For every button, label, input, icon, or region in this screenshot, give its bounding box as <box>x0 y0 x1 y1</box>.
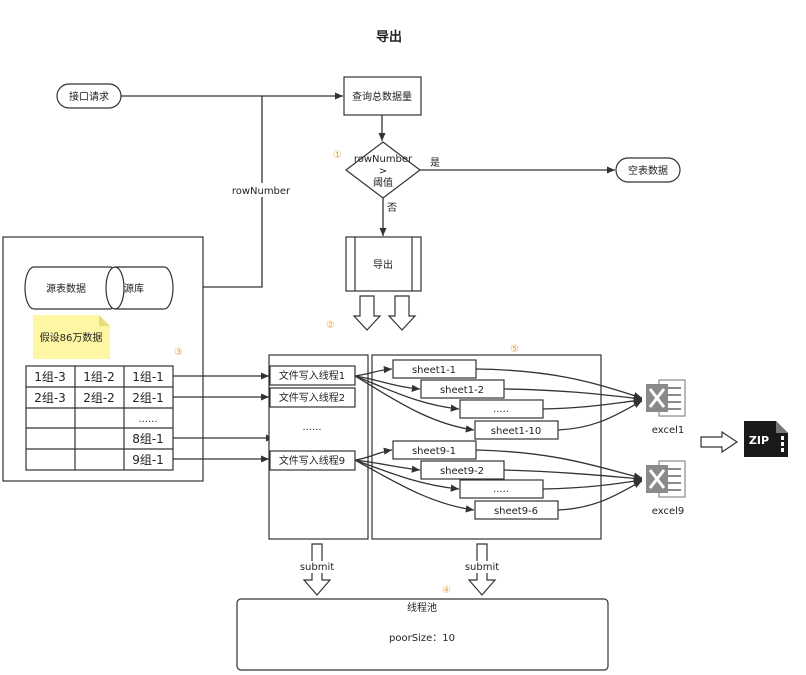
excel1-label: excel1 <box>652 425 685 436</box>
empty-table-node <box>615 157 681 183</box>
marker-2: ② <box>326 320 335 331</box>
hollow-down-arrow-left <box>352 295 382 331</box>
hollow-right-arrow <box>700 430 739 454</box>
sheet9-ellipsis-label: ..... <box>493 484 509 495</box>
submit-arrow-left <box>302 543 332 596</box>
query-total-label: 查询总数据量 <box>352 90 412 103</box>
sheet9-1-label: sheet9-1 <box>412 446 456 457</box>
marker-1: ① <box>333 150 342 161</box>
thread-pool-title: 线程池 <box>407 601 437 614</box>
decision-line2: > <box>379 166 387 177</box>
sheet1-2-label: sheet1-2 <box>440 385 484 396</box>
empty-table-label: 空表数据 <box>628 164 668 177</box>
marker-3: ③ <box>174 347 183 358</box>
query-total-node <box>343 76 422 116</box>
source-table-label: 源表数据 <box>46 282 86 295</box>
assumption-sticky-note <box>33 315 110 359</box>
export-node <box>345 236 422 292</box>
decision-line1: rowNumber <box>354 154 413 165</box>
decision-line3: 阈值 <box>373 176 393 189</box>
sheet1-ellipsis-label: ..... <box>493 404 509 415</box>
assumption-note-text: 假设86万数据 <box>40 331 103 344</box>
thread-pool-box <box>236 598 609 671</box>
source-db-cylinder <box>105 266 174 310</box>
yes-edge-label: 是 <box>430 157 440 169</box>
zip-icon-label: ZIP <box>749 434 769 447</box>
table-cell: 2组-2 <box>83 391 115 405</box>
sheet1-10-label: sheet1-10 <box>491 426 541 437</box>
table-cell: 1组-3 <box>34 370 66 384</box>
group-table <box>25 365 174 471</box>
row-number-edge-label: rowNumber <box>232 186 291 197</box>
table-cell: 2组-3 <box>34 391 66 405</box>
pool-size-label: poorSize：10 <box>389 633 455 644</box>
submit-left-label: submit <box>300 562 334 573</box>
table-cell: 9组-1 <box>132 453 164 467</box>
source-db-label: 源库 <box>124 282 144 295</box>
table-cell: ...... <box>138 414 157 425</box>
table-cell: 2组-1 <box>132 391 164 405</box>
excel-file-icon <box>646 460 686 498</box>
api-request-label: 接口请求 <box>69 90 109 103</box>
thread-ellipsis: ...... <box>302 422 321 433</box>
table-cell: 1组-1 <box>132 370 164 384</box>
sheet9-2-label: sheet9-2 <box>440 466 484 477</box>
submit-arrow-right <box>467 543 497 596</box>
table-cell: 8组-1 <box>132 432 164 446</box>
marker-5: ⑤ <box>510 344 519 355</box>
table-cell: 1组-2 <box>83 370 115 384</box>
marker-4: ④ <box>442 585 451 596</box>
sheet9-6-label: sheet9-6 <box>494 506 538 517</box>
submit-right-label: submit <box>465 562 499 573</box>
hollow-down-arrow-right <box>387 295 417 331</box>
export-label: 导出 <box>373 258 393 271</box>
thread-container <box>268 354 369 540</box>
no-edge-label: 否 <box>387 202 397 214</box>
thread-2-label: 文件写入线程2 <box>279 391 345 404</box>
thread-9-label: 文件写入线程9 <box>279 454 345 467</box>
excel-file-icon <box>646 379 686 417</box>
diagram-title: 导出 <box>376 29 402 45</box>
thread-2-box <box>269 387 356 408</box>
thread-1-label: 文件写入线程1 <box>279 369 345 382</box>
sheet1-1-label: sheet1-1 <box>412 365 456 376</box>
excel9-label: excel9 <box>652 506 685 517</box>
zip-archive-icon <box>744 421 788 457</box>
